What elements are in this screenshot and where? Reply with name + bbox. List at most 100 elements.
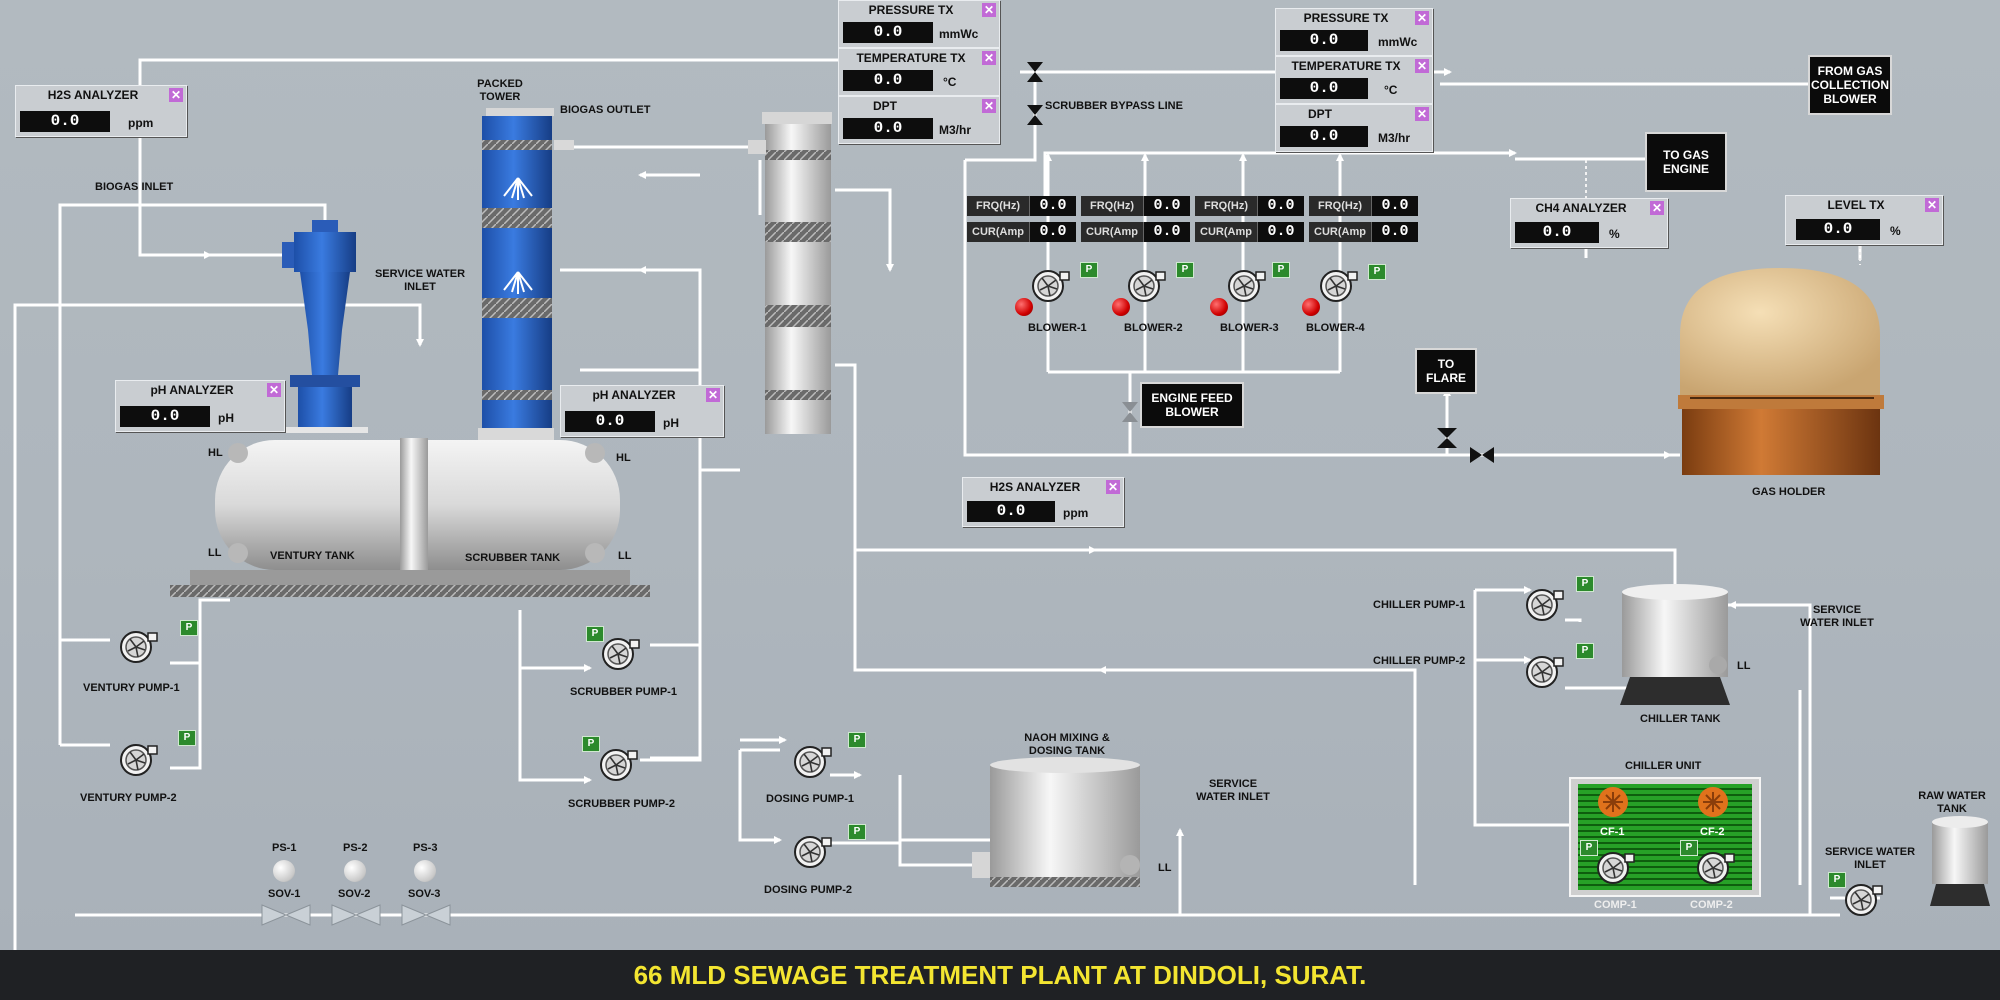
blower-3-frq: FRQ(Hz)0.0 [1195,196,1304,216]
sov-1-label: SOV-1 [268,888,301,900]
ph-analyzer-panel-scrubber[interactable]: pH ANALYZER ✕ 0.0 pH [560,385,724,437]
service-water-pump-icon[interactable] [1843,880,1883,920]
from-gas-collection-blower-button[interactable]: FROM GAS COLLECTION BLOWER [1808,55,1892,115]
cur-label: CUR(Amp [967,222,1030,242]
blower-3-label: BLOWER-3 [1220,322,1279,334]
run-badge: P [178,730,196,746]
close-icon[interactable]: ✕ [982,99,996,113]
chiller-tank [1620,584,1730,705]
temperature-tx-panel-2[interactable]: TEMPERATURE TX ✕ 0.0 °C [1275,56,1433,104]
close-icon[interactable]: ✕ [267,383,281,397]
close-icon[interactable]: ✕ [1415,59,1429,73]
panel-title: TEMPERATURE TX [1291,59,1401,73]
panel-title: TEMPERATURE TX [856,51,966,65]
to-flare-button[interactable]: TO FLARE [1415,348,1477,394]
frq-label: FRQ(Hz) [1081,196,1144,216]
chiller-pump-2-icon[interactable] [1524,652,1564,692]
level-tx-panel[interactable]: LEVEL TX ✕ 0.0 % [1785,195,1943,245]
engine-feed-blower-button[interactable]: ENGINE FEED BLOWER [1140,382,1244,428]
service-water-inlet-label: SERVICE WATER INLET [374,268,466,293]
blower-3-alarm-indicator [1210,298,1228,316]
cur-label: CUR(Amp [1195,222,1258,242]
dpt-panel-1[interactable]: DPT ✕ 0.0 M3/hr [838,96,1000,144]
dosing-pump-1-label: DOSING PUMP-1 [766,793,855,805]
run-badge: P [1576,576,1594,592]
comp-2-icon[interactable] [1695,848,1735,888]
ph-analyzer-panel-venturi[interactable]: pH ANALYZER ✕ 0.0 pH [115,380,285,432]
close-icon[interactable]: ✕ [169,88,183,102]
unit-label: pH [663,416,679,430]
h2s-analyzer-panel-bottom[interactable]: H2S ANALYZER ✕ 0.0 ppm [962,477,1124,527]
dosing-pump-2-label: DOSING PUMP-2 [764,884,853,896]
blower-3-pump-icon[interactable] [1226,266,1266,306]
temperature-tx-panel-1[interactable]: TEMPERATURE TX ✕ 0.0 °C [838,48,1000,96]
chiller-pump-1-icon[interactable] [1524,585,1564,625]
dosing-pump-1-icon[interactable] [792,742,832,782]
plant-title-banner: 66 MLD SEWAGE TREATMENT PLANT AT DINDOLI… [0,950,2000,1000]
sov-3-label: SOV-3 [408,888,441,900]
close-icon[interactable]: ✕ [1925,198,1939,212]
panel-title: DPT [1308,107,1332,121]
close-icon[interactable]: ✕ [1650,201,1664,215]
ll-label: LL [1737,660,1751,672]
blower-1-label: BLOWER-1 [1028,322,1087,334]
temperature-value: 0.0 [1280,78,1368,99]
panel-title: PRESSURE TX [868,3,954,17]
unit-label: mmWc [939,27,979,41]
comp-1-icon[interactable] [1595,848,1635,888]
close-icon[interactable]: ✕ [1415,11,1429,25]
pressure-tx-panel-2[interactable]: PRESSURE TX ✕ 0.0 mmWc [1275,8,1433,56]
blower-2-pump-icon[interactable] [1126,266,1166,306]
pressure-tx-panel-1[interactable]: PRESSURE TX ✕ 0.0 mmWc [838,0,1000,48]
raw-water-tank [1930,816,1990,906]
close-icon[interactable]: ✕ [1106,480,1120,494]
dpt-value: 0.0 [1280,126,1368,147]
ph-value: 0.0 [565,411,655,432]
scrubber-pump-2-icon[interactable] [598,745,638,785]
dpt-panel-2[interactable]: DPT ✕ 0.0 M3/hr [1275,104,1433,152]
cur-label: CUR(Amp [1309,222,1372,242]
panel-title: H2S ANALYZER [989,480,1081,494]
scrubber-pump-1-icon[interactable] [600,634,640,674]
venturi-pump-1-icon[interactable] [118,627,158,667]
scrubber-column-3 [748,112,832,434]
blower-1-pump-icon[interactable] [1030,266,1070,306]
close-icon[interactable]: ✕ [706,388,720,402]
close-icon[interactable]: ✕ [982,51,996,65]
pressure-value: 0.0 [1280,30,1368,51]
scrubber-pump-2-label: SCRUBBER PUMP-2 [568,798,675,810]
close-icon[interactable]: ✕ [982,3,996,17]
ll-label: LL [208,547,222,559]
hl-label: HL [616,452,631,464]
hl-label: HL [208,447,223,459]
ll-label: LL [618,550,632,562]
chiller-tank-label: CHILLER TANK [1640,713,1721,725]
close-icon[interactable]: ✕ [1415,107,1429,121]
unit-label: % [1609,227,1620,241]
service-water-inlet-label: SERVICE WATER INLET [1196,778,1270,803]
scrubber-bypass-label: SCRUBBER BYPASS LINE [1045,100,1183,112]
ch4-analyzer-panel[interactable]: CH4 ANALYZER ✕ 0.0 % [1510,198,1668,248]
panel-title: pH ANALYZER [150,383,234,397]
blower-4-pump-icon[interactable] [1318,266,1358,306]
chiller-pump-2-label: CHILLER PUMP-2 [1373,655,1466,667]
valve-symbols [1027,62,1494,463]
cur-label: CUR(Amp [1081,222,1144,242]
h2s-value: 0.0 [20,111,110,132]
unit-label: ppm [1063,506,1089,520]
unit-label: °C [943,75,957,89]
to-gas-engine-button[interactable]: TO GAS ENGINE [1645,132,1727,192]
frq-value: 0.0 [1258,196,1304,216]
venturi-pump-2-icon[interactable] [118,740,158,780]
run-badge: P [848,732,866,748]
cur-value: 0.0 [1144,222,1190,242]
dosing-pump-2-icon[interactable] [792,832,832,872]
run-badge: P [1368,264,1386,280]
ll-label: LL [1158,862,1172,874]
sov-2-label: SOV-2 [338,888,371,900]
blower-4-label: BLOWER-4 [1306,322,1365,334]
h2s-analyzer-panel-left[interactable]: H2S ANALYZER ✕ 0.0 ppm [15,85,187,137]
run-badge: P [1080,262,1098,278]
ch4-value: 0.0 [1515,222,1599,243]
cur-value: 0.0 [1258,222,1304,242]
